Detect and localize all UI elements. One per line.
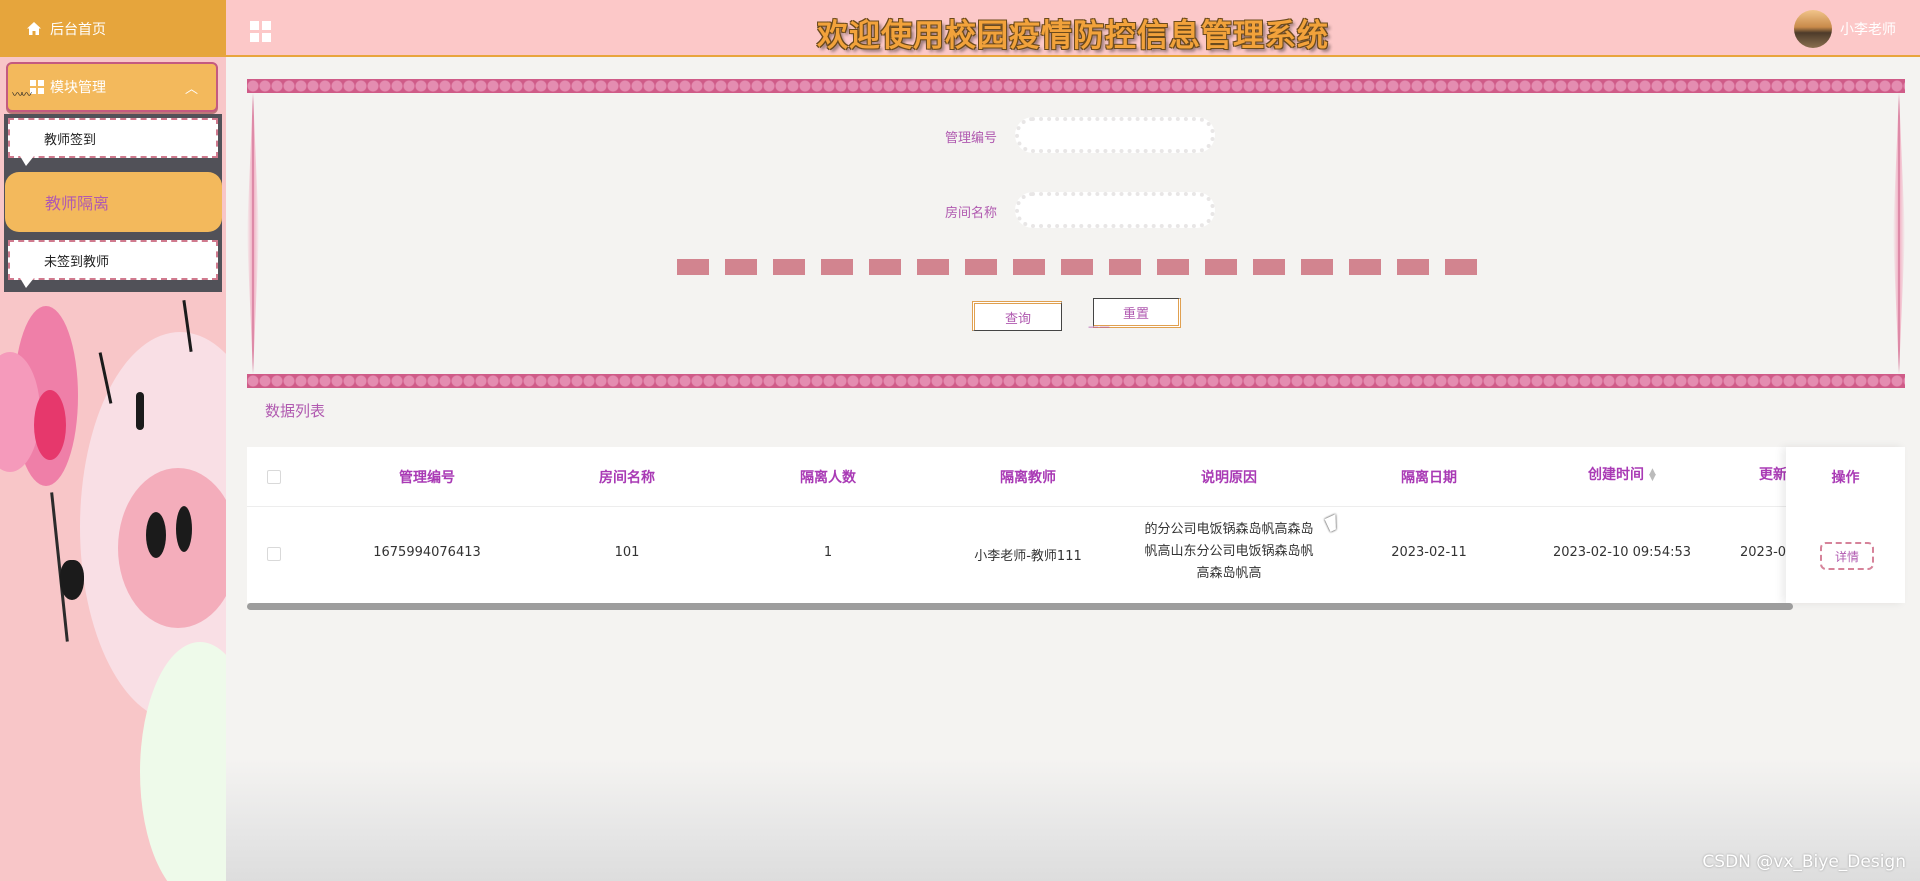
row-checkbox[interactable] bbox=[267, 547, 281, 561]
cell-reason: 的分公司电饭锅森岛帆高森岛帆高山东分公司电饭锅森岛帆高森岛帆高 bbox=[1144, 522, 1314, 581]
cell-count: 1 bbox=[823, 545, 833, 560]
column-header-updated: 更新 bbox=[1759, 467, 1787, 483]
column-header-reason: 说明原因 bbox=[1201, 470, 1257, 486]
home-icon bbox=[27, 21, 41, 35]
search-input-code[interactable] bbox=[1015, 117, 1215, 153]
detail-button-label: 详情 bbox=[1834, 549, 1859, 564]
sidebar-module-label: 模块管理 bbox=[50, 80, 106, 96]
search-input-room[interactable] bbox=[1015, 192, 1215, 228]
decorative-border-bottom bbox=[247, 374, 1905, 388]
column-header-created[interactable]: 创建时间▲▼ bbox=[1532, 464, 1712, 484]
reset-dash-decoration: —— bbox=[1088, 320, 1110, 333]
search-label-code: 管理编号 bbox=[945, 131, 998, 146]
column-header-code: 管理编号 bbox=[399, 470, 455, 486]
pig-nostril-shape bbox=[176, 506, 192, 552]
column-header-action: 操作 bbox=[1831, 470, 1860, 486]
pig-nostril-shape bbox=[146, 512, 166, 558]
decorative-border-right bbox=[1893, 93, 1905, 374]
user-name: 小李老师 bbox=[1840, 22, 1896, 38]
column-header-date: 隔离日期 bbox=[1401, 470, 1457, 486]
sidebar-item-unsigned-teachers[interactable]: 未签到教师 bbox=[8, 240, 218, 288]
dashed-divider bbox=[677, 259, 1477, 275]
detail-button[interactable]: 详情 bbox=[1820, 542, 1874, 570]
user-menu[interactable]: 小李老师 bbox=[1794, 10, 1896, 48]
wave-decoration-icon: 〰〰 bbox=[12, 88, 32, 101]
system-title: 欢迎使用校园疫情防控信息管理系统 bbox=[817, 18, 1329, 54]
cell-teacher: 小李老师-教师111 bbox=[974, 549, 1082, 564]
pig-snout-shape bbox=[118, 468, 226, 628]
cell-created: 2023-02-10 09:54:53 bbox=[1552, 545, 1692, 560]
table-horizontal-scrollbar[interactable] bbox=[247, 603, 1793, 610]
reset-button-label: 重置 bbox=[1122, 306, 1149, 322]
sidebar: 后台首页 模块管理 ︿ 〰〰 教师签到 教师隔离 未签到教师 bbox=[0, 0, 226, 881]
bottom-background-fade bbox=[226, 760, 1920, 881]
column-header-teacher: 隔离教师 bbox=[1000, 470, 1056, 486]
top-header: 欢迎使用校园疫情防控信息管理系统 小李老师 bbox=[226, 0, 1920, 57]
sidebar-home-button[interactable]: 后台首页 bbox=[0, 0, 226, 57]
pig-eye-shape bbox=[136, 392, 144, 430]
grid-icon[interactable] bbox=[250, 21, 271, 42]
cell-date: 2023-02-11 bbox=[1391, 545, 1467, 560]
column-header-count: 隔离人数 bbox=[800, 470, 856, 486]
decorative-border-top bbox=[247, 79, 1905, 93]
sidebar-background-illustration bbox=[0, 292, 226, 881]
reset-button[interactable]: —— 重置 bbox=[1088, 298, 1181, 333]
module-grid-icon bbox=[30, 80, 44, 94]
cell-code: 1675994076413 bbox=[373, 545, 481, 560]
watermark-text: CSDN @vx_Biye_Design bbox=[1702, 852, 1906, 872]
sidebar-item-label: 教师隔离 bbox=[45, 194, 110, 213]
data-table: 管理编号 房间名称 隔离人数 隔离教师 说明原因 隔离日期 创建时间▲▼ 更新 … bbox=[247, 447, 1905, 603]
table-row: 1675994076413 101 1 小李老师-教师111 的分公司电饭锅森岛… bbox=[247, 508, 1905, 600]
search-button-label: 查询 bbox=[1004, 311, 1031, 327]
sidebar-item-teacher-isolation[interactable]: 教师隔离 bbox=[5, 172, 222, 232]
table-header: 管理编号 房间名称 隔离人数 隔离教师 说明原因 隔离日期 创建时间▲▼ 更新 bbox=[247, 447, 1905, 507]
speech-tail-icon bbox=[20, 278, 34, 288]
column-header-room: 房间名称 bbox=[599, 470, 655, 486]
decorative-border-left bbox=[247, 93, 259, 374]
speech-tail-icon bbox=[20, 156, 34, 166]
sidebar-item-teacher-checkin[interactable]: 教师签到 bbox=[8, 118, 218, 166]
chevron-up-icon: ︿ bbox=[184, 82, 198, 97]
sidebar-item-label: 未签到教师 bbox=[44, 254, 110, 270]
search-button[interactable]: 查询 bbox=[972, 301, 1062, 331]
sidebar-module-header[interactable]: 模块管理 ︿ 〰〰 bbox=[6, 62, 218, 112]
avatar[interactable] bbox=[1794, 10, 1832, 48]
select-all-checkbox[interactable] bbox=[267, 470, 281, 484]
sort-icon[interactable]: ▲▼ bbox=[1649, 467, 1656, 483]
sidebar-item-label: 教师签到 bbox=[44, 132, 97, 148]
search-label-room: 房间名称 bbox=[945, 206, 998, 221]
heart-shape bbox=[60, 560, 84, 600]
cell-updated: 2023-0 bbox=[1740, 545, 1787, 560]
flower-center-shape bbox=[34, 390, 66, 460]
operation-column: 操作 详情 bbox=[1786, 447, 1905, 603]
cell-room: 101 bbox=[614, 545, 640, 560]
list-title: 数据列表 bbox=[265, 402, 326, 420]
column-header-created-label: 创建时间 bbox=[1588, 467, 1645, 483]
sidebar-home-label: 后台首页 bbox=[50, 21, 106, 38]
